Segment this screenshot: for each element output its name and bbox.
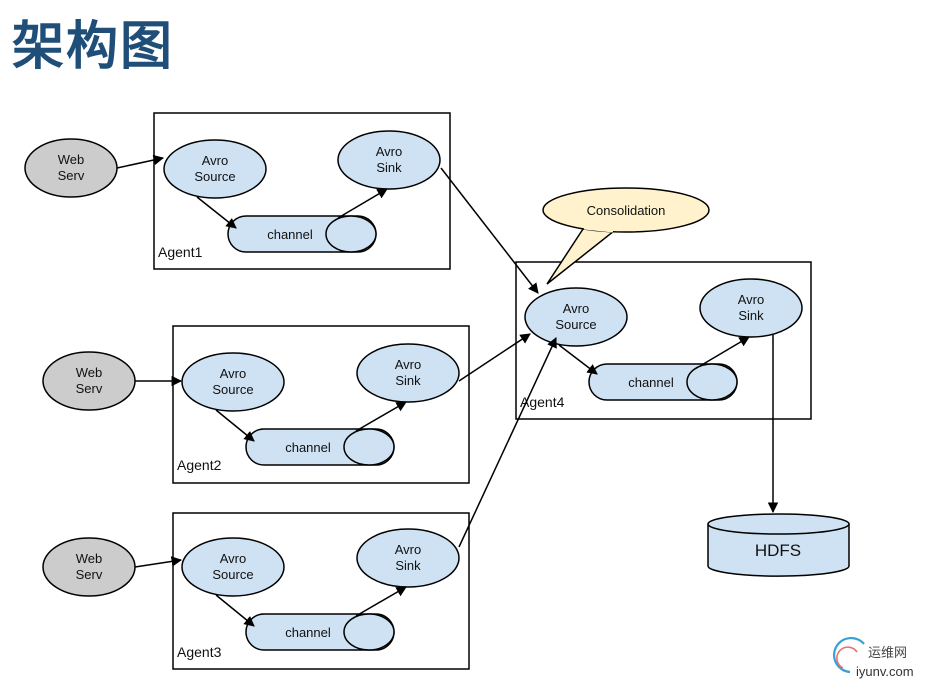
web-server-label-3b: Serv	[76, 567, 103, 582]
edge-channel3-sink3	[355, 586, 407, 617]
agent3-label: Agent3	[177, 644, 222, 660]
avro-sink-label-3a: Avro	[395, 542, 422, 557]
web-server-label-1b: Serv	[58, 168, 85, 183]
avro-source-node-1	[163, 139, 267, 199]
agent2-box	[172, 325, 470, 484]
channel-node-1: channel	[227, 215, 377, 253]
avro-sink-label-2a: Avro	[395, 357, 422, 372]
avro-sink-label-3b: Sink	[395, 558, 421, 573]
agent4-group: Agent4 Avro Source Avro Sink channel	[515, 261, 812, 420]
avro-source-label-2a: Avro	[220, 366, 247, 381]
agent1-group: Agent1 Web Serv Avro Source Avro Sink ch…	[24, 112, 451, 270]
edge-source1-channel1	[196, 196, 237, 229]
channel-label-2: channel	[285, 440, 331, 455]
avro-sink-label-2b: Sink	[395, 373, 421, 388]
edge-sink1-source4	[440, 167, 539, 294]
agent1-box	[153, 112, 451, 270]
web-server-label-2b: Serv	[76, 381, 103, 396]
avro-sink-label-1b: Sink	[376, 160, 402, 175]
edge-source2-channel2	[215, 409, 255, 442]
avro-source-label-1a: Avro	[202, 153, 229, 168]
agent2-label: Agent2	[177, 457, 222, 473]
avro-source-label-2b: Source	[212, 382, 253, 397]
watermark-en: iyunv.com	[856, 664, 914, 679]
consolidation-label: Consolidation	[587, 203, 666, 218]
edge-web1-source1	[116, 154, 165, 169]
agent1-label: Agent1	[158, 244, 203, 260]
channel-label-1: channel	[267, 227, 313, 242]
avro-source-label-1b: Source	[194, 169, 235, 184]
edge-channel2-sink2	[355, 401, 407, 432]
avro-sink-node-2	[356, 343, 460, 403]
channel-label-4: channel	[628, 375, 674, 390]
channel-label-3: channel	[285, 625, 331, 640]
hdfs-label: HDFS	[755, 541, 801, 560]
agent2-group: Agent2 Web Serv Avro Source Avro Sink ch…	[42, 325, 470, 484]
edge-source4-channel4	[558, 344, 598, 375]
edge-channel1-sink1	[337, 188, 388, 219]
channel-node-3: channel	[245, 613, 395, 651]
web-server-label-3a: Web	[76, 551, 103, 566]
avro-source-node-3	[181, 537, 285, 597]
agent3-group: Agent3 Web Serv Avro Source Avro Sink ch…	[42, 512, 470, 670]
edge-channel4-sink4	[699, 336, 750, 367]
edge-sink2-source4	[458, 333, 531, 382]
page-title: 架构图	[12, 16, 175, 77]
avro-sink-label-4a: Avro	[738, 292, 765, 307]
edge-source3-channel3	[215, 594, 255, 627]
avro-source-label-4b: Source	[555, 317, 596, 332]
avro-source-label-3a: Avro	[220, 551, 247, 566]
avro-sink-label-1a: Avro	[376, 144, 403, 159]
channel-node-2: channel	[245, 428, 395, 466]
web-server-label-1a: Web	[58, 152, 85, 167]
avro-source-node-4	[524, 287, 628, 347]
edge-web3-source3	[134, 556, 183, 568]
agent4-box	[515, 261, 812, 420]
watermark-cn: 运维网	[868, 646, 907, 661]
avro-source-label-3b: Source	[212, 567, 253, 582]
watermark-swirl-icon	[833, 636, 865, 674]
avro-sink-label-4b: Sink	[738, 308, 764, 323]
web-server-label-2a: Web	[76, 365, 103, 380]
avro-sink-node-3	[356, 528, 460, 588]
edge-sink3-source4	[458, 337, 557, 548]
consolidation-callout: Consolidation	[542, 187, 710, 285]
hdfs-storage-node: HDFS	[707, 513, 850, 577]
avro-source-label-4a: Avro	[563, 301, 590, 316]
avro-sink-node-1	[337, 130, 441, 190]
agent4-label: Agent4	[520, 394, 565, 410]
channel-node-4: channel	[588, 363, 738, 401]
avro-sink-node-4	[699, 278, 803, 338]
watermark-logo: 运维网 iyunv.com	[833, 636, 914, 679]
agent3-box	[172, 512, 470, 670]
